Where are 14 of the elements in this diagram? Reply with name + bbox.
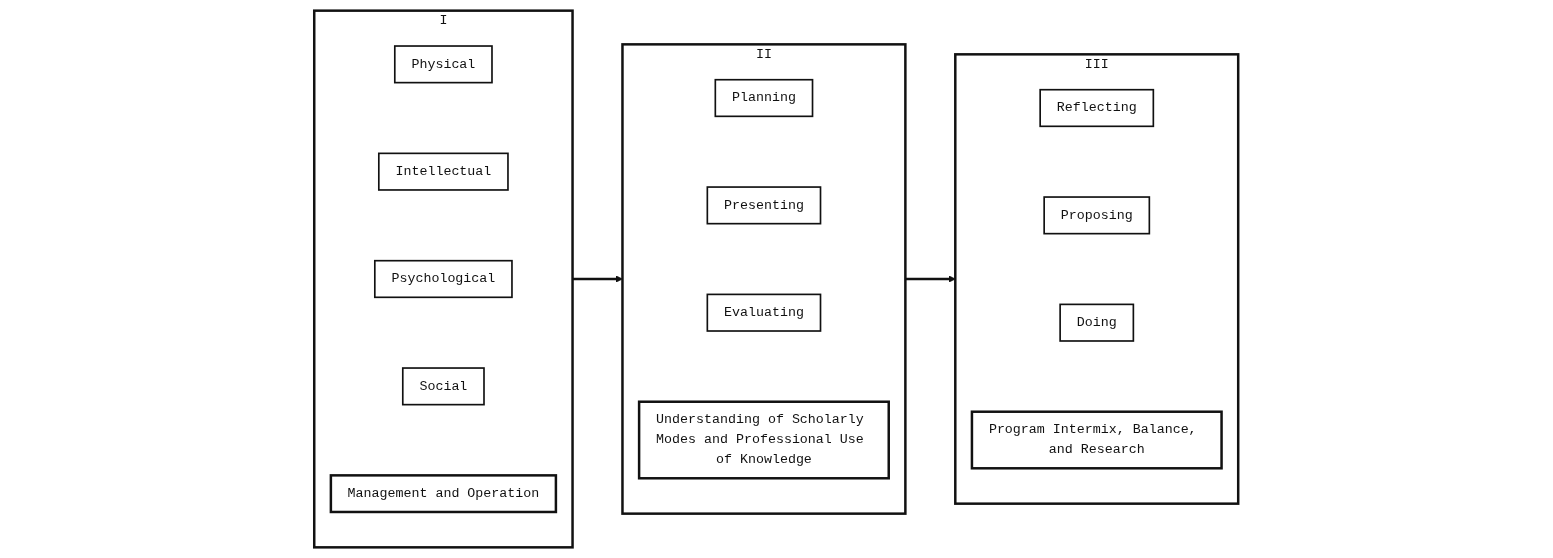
node-box: Physical xyxy=(394,45,494,84)
node-box: Social xyxy=(402,367,486,406)
node-box: Doing xyxy=(1059,303,1135,342)
node-box: Planning xyxy=(714,78,814,118)
node-box: Psychological xyxy=(374,259,514,299)
node-box: Understanding of Scholarly Modes and Professional Use of Knowledge xyxy=(638,400,891,480)
node-box: Presenting xyxy=(706,186,822,225)
arrow xyxy=(905,275,956,283)
node-box: Evaluating xyxy=(706,293,822,332)
node-box: Management and Operation xyxy=(329,474,558,514)
node-box: Intellectual xyxy=(378,152,510,191)
node-box: Reflecting xyxy=(1039,88,1155,128)
node-box: Proposing xyxy=(1043,196,1151,235)
node-box: Program Intermix, Balance, and Research xyxy=(970,410,1224,470)
